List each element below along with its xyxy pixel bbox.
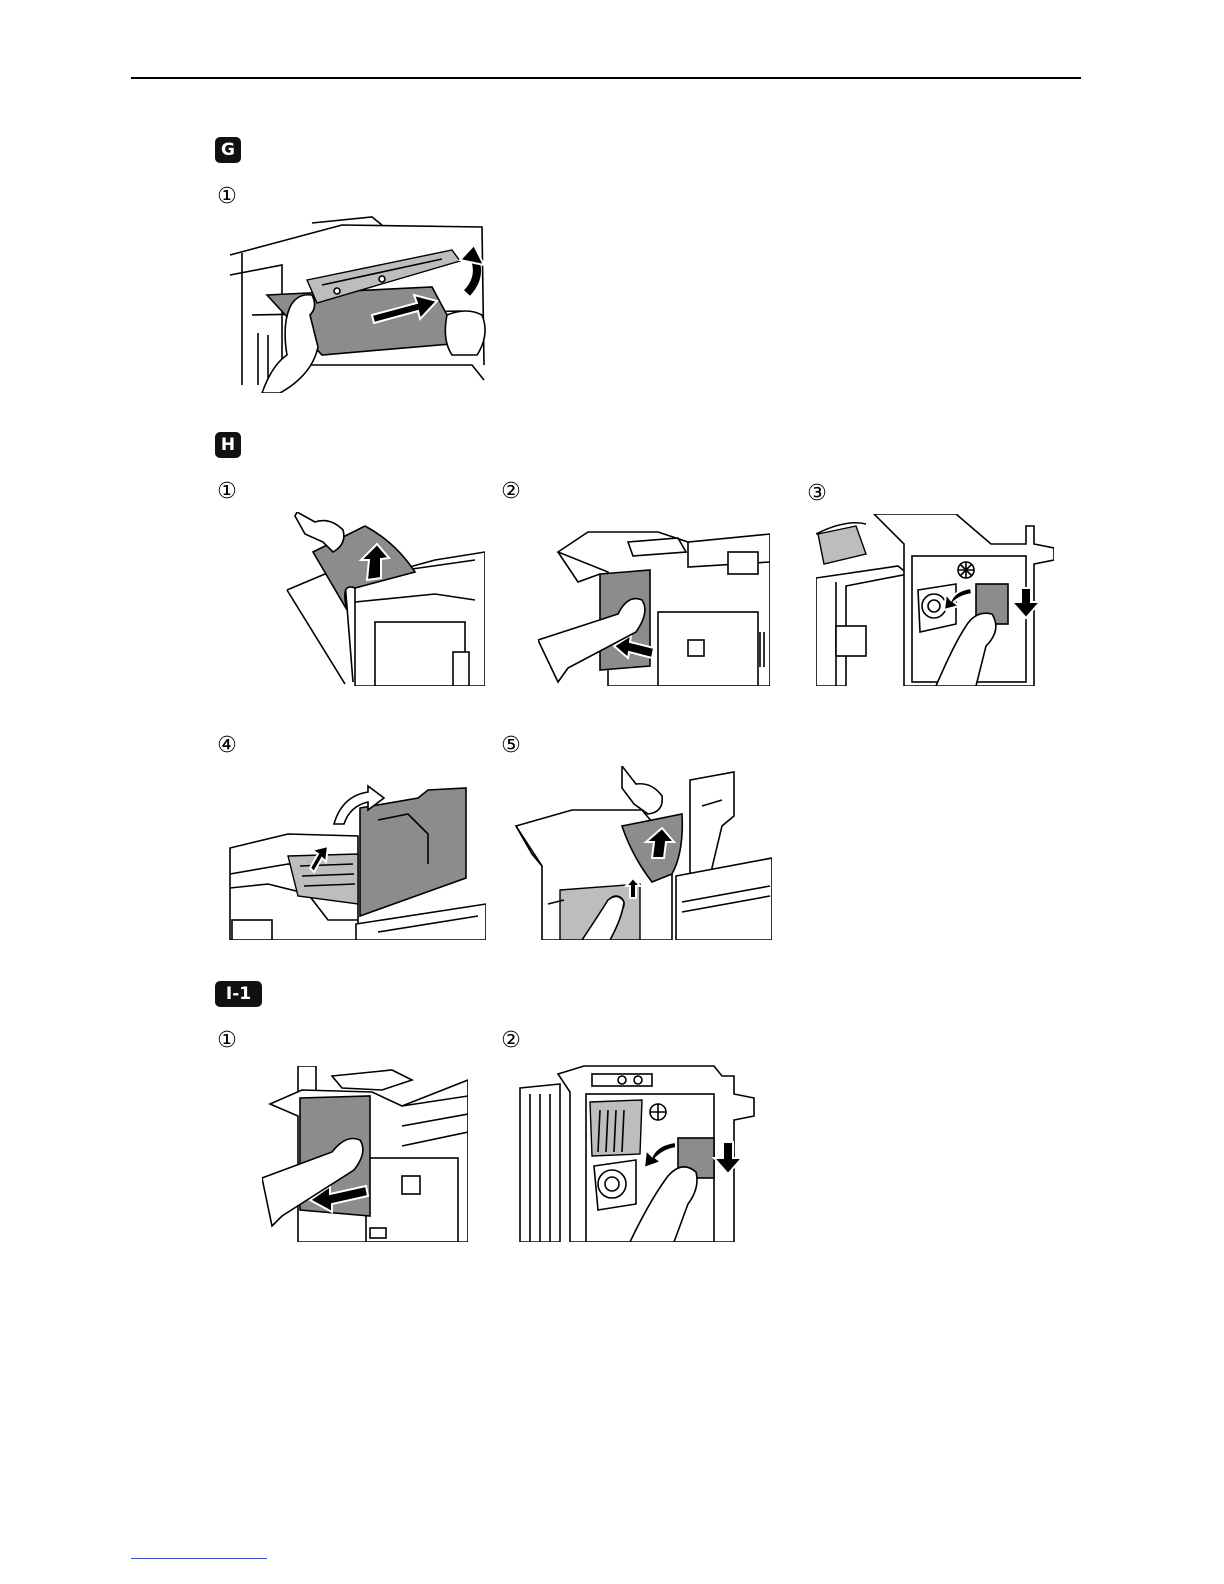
hand-icon: [295, 512, 344, 552]
illustration-i1-1-open-front-cover: [262, 1066, 468, 1242]
step-number: ⑤: [500, 735, 522, 757]
step-number: ②: [500, 481, 522, 503]
illustration-g1-open-cover-remove-paper: [222, 215, 490, 393]
illustration-h2-open-front-cover: [538, 522, 770, 686]
arrow-icon: [460, 245, 484, 265]
section-badge-h: H: [215, 432, 241, 458]
step-number: ②: [500, 1030, 522, 1052]
step-number: ①: [216, 481, 238, 503]
step-number: ①: [216, 1030, 238, 1052]
footer-link-underline: [131, 1558, 267, 1559]
illustration-i1-2-remove-staple-cartridge: [518, 1064, 756, 1242]
step-number: ①: [216, 186, 238, 208]
illustration-h3-remove-staple-cartridge: [816, 514, 1054, 686]
header-rule: [131, 77, 1081, 79]
section-badge-g: G: [215, 137, 241, 163]
step-number: ③: [806, 483, 828, 505]
illustration-h5-remove-paper-turn-knob: [512, 766, 772, 940]
illustration-h4-lift-guide-remove-paper: [228, 784, 486, 940]
step-number: ④: [216, 735, 238, 757]
section-badge-i-1: I-1: [215, 981, 262, 1007]
illustration-h1-remove-paper-from-tray: [285, 512, 485, 686]
